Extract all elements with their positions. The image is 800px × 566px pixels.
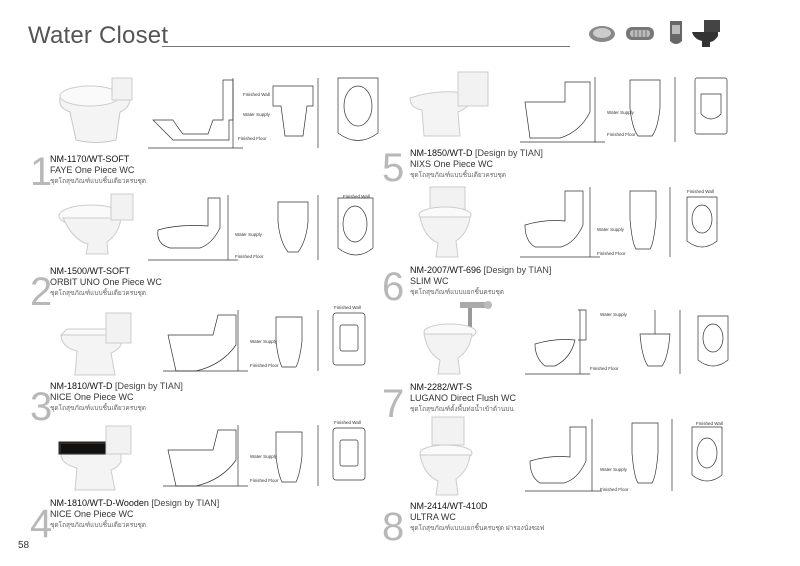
thai-description: ชุดโถสุขภัณฑ์แบบแยกชิ้นครบชุด <box>410 289 505 296</box>
product-item: 7 NM-2282/WT-S LUGANO Direct Flush WC ชุ… <box>370 300 750 425</box>
item-number: 5 <box>382 146 405 190</box>
water-supply-label: Water Supply <box>597 227 625 232</box>
technical-drawing: Finished Wall Water Supply Finished Floo… <box>158 420 388 500</box>
finished-floor-label: Finished Floor <box>238 136 267 141</box>
finished-floor-label: Finished Floor <box>600 487 629 492</box>
product-item: 3 NM-1810/WT-D [Design by TIAN] NICE One… <box>18 305 398 430</box>
product-name: LUGANO Direct Flush WC <box>410 393 517 403</box>
technical-drawing: Finished Wall Water Supply Finished Floo… <box>515 185 755 270</box>
grate-drain-icon <box>626 27 654 40</box>
technical-drawing: Finished Wall Water Supply Finished Floo… <box>158 305 388 385</box>
technical-drawing: Water Supply Finished Floor <box>520 304 755 389</box>
page-title: Water Closet <box>28 22 169 49</box>
item-number: 1 <box>30 150 53 194</box>
page-number: 58 <box>18 540 30 551</box>
header-icons <box>588 18 778 48</box>
product-photo <box>410 415 550 515</box>
product-name: FAYE One Piece WC <box>50 165 135 175</box>
product-name: NICE One Piece WC <box>50 392 134 402</box>
product-name: SLIM WC <box>410 276 449 286</box>
item-number: 2 <box>30 270 53 314</box>
product-name: ORBIT UNO One Piece WC <box>50 277 162 287</box>
product-photo <box>50 68 190 168</box>
product-item: 6 NM-2007/WT-696 [Design by TIAN] SLIM W… <box>370 185 750 310</box>
product-photo <box>53 190 193 290</box>
finished-wall-label: Finished Wall <box>243 92 270 97</box>
title-divider <box>162 46 570 47</box>
model-code: NM-1810/WT-D-Wooden [Design by TIAN] <box>50 498 220 508</box>
product-item: 5 NM-1850/WT-D [Design by TIAN] NIXS One… <box>370 68 750 193</box>
finished-wall-label: Finished Wall <box>696 421 723 426</box>
technical-drawing: Finished Wall Water Supply Finished Floo… <box>143 190 388 275</box>
finished-floor-label: Finished Floor <box>597 251 626 256</box>
finished-wall-label: Finished Wall <box>334 305 361 310</box>
flush-valve-icon <box>460 301 492 328</box>
product-photo <box>56 305 196 405</box>
urinal-icon <box>670 21 682 44</box>
finished-floor-label: Finished Floor <box>607 132 636 137</box>
product-item: 2 NM-1500/WT-SOFT ORBIT UNO One Piece WC… <box>18 190 398 315</box>
thai-description: ชุดโถสุขภัณฑ์แบบชิ้นเดียวครบชุด <box>50 178 146 185</box>
model-code: NM-1810/WT-D [Design by TIAN] <box>50 381 183 391</box>
product-item: 4 NM-1810/WT-D-Wooden [Design by TIAN] N… <box>18 420 398 545</box>
product-photo <box>56 420 196 520</box>
model-code: NM-1500/WT-SOFT <box>50 266 131 276</box>
product-name: ULTRA WC <box>410 512 456 522</box>
product-item: 1 NM-1170/WT-SOFT FAYE One Piece WC ชุดโ… <box>18 68 398 193</box>
thai-description: ชุดโถสุขภัณฑ์แบบชิ้นเดียวครบชุด <box>410 172 506 179</box>
water-supply-label: Water Supply <box>250 339 278 344</box>
water-supply-label: Water Supply <box>607 110 635 115</box>
item-number: 7 <box>382 382 405 426</box>
model-code: NM-2414/WT-410D <box>410 501 488 511</box>
item-number: 8 <box>382 505 405 549</box>
model-code: NM-1850/WT-D [Design by TIAN] <box>410 148 543 158</box>
finished-wall-label: Finished Wall <box>334 420 361 425</box>
product-photo <box>410 185 550 285</box>
water-supply-label: Water Supply <box>600 467 628 472</box>
toilet-icon <box>692 20 720 47</box>
model-code: NM-1170/WT-SOFT <box>50 154 130 164</box>
water-supply-label: Water Supply <box>600 312 628 317</box>
soap-dish-icon <box>589 26 615 42</box>
item-number: 4 <box>30 502 53 546</box>
model-code: NM-2282/WT-S <box>410 382 473 392</box>
product-photo <box>410 300 550 400</box>
technical-drawing: Finished Wall Water Supply Finished Floo… <box>520 415 755 505</box>
item-number: 6 <box>382 265 405 309</box>
water-supply-label: Water Supply <box>235 232 263 237</box>
thai-description: ชุดโถสุขภัณฑ์แบบชิ้นเดียวครบชุด <box>50 405 146 412</box>
model-code: NM-2007/WT-696 [Design by TIAN] <box>410 265 552 275</box>
technical-drawing: Finished Wall Water Supply Finished Floo… <box>143 68 388 163</box>
item-number: 3 <box>30 385 53 429</box>
thai-description: ชุดโถสุขภัณฑ์แบบชิ้นเดียวครบชุด <box>50 290 146 297</box>
water-supply-label: Water Supply <box>250 454 278 459</box>
product-item: 8 NM-2414/WT-410D ULTRA WC ชุดโถสุขภัณฑ์… <box>370 415 750 547</box>
finished-wall-label: Finished Wall <box>687 189 714 194</box>
thai-description: ชุดโถสุขภัณฑ์แบบแยกชิ้นครบชุด ฝารองนั่งซ… <box>410 525 545 532</box>
finished-floor-label: Finished Floor <box>235 254 264 259</box>
product-name: NIXS One Piece WC <box>410 159 494 169</box>
thai-description: ชุดโถสุขภัณฑ์แบบชิ้นเดียวครบชุด <box>50 522 146 529</box>
product-name: NICE One Piece WC <box>50 509 134 519</box>
product-photo <box>402 68 542 168</box>
finished-wall-label: Finished Wall <box>343 194 370 199</box>
finished-floor-label: Finished Floor <box>250 478 279 483</box>
water-supply-label: Water Supply <box>243 112 271 117</box>
thai-description: ชุดโถสุขภัณฑ์ตั้งพื้นท่อน้ำเข้าด้านบน <box>410 406 514 413</box>
finished-floor-label: Finished Floor <box>590 366 619 371</box>
finished-floor-label: Finished Floor <box>250 363 279 368</box>
technical-drawing: Water Supply Finished Floor <box>515 72 755 157</box>
